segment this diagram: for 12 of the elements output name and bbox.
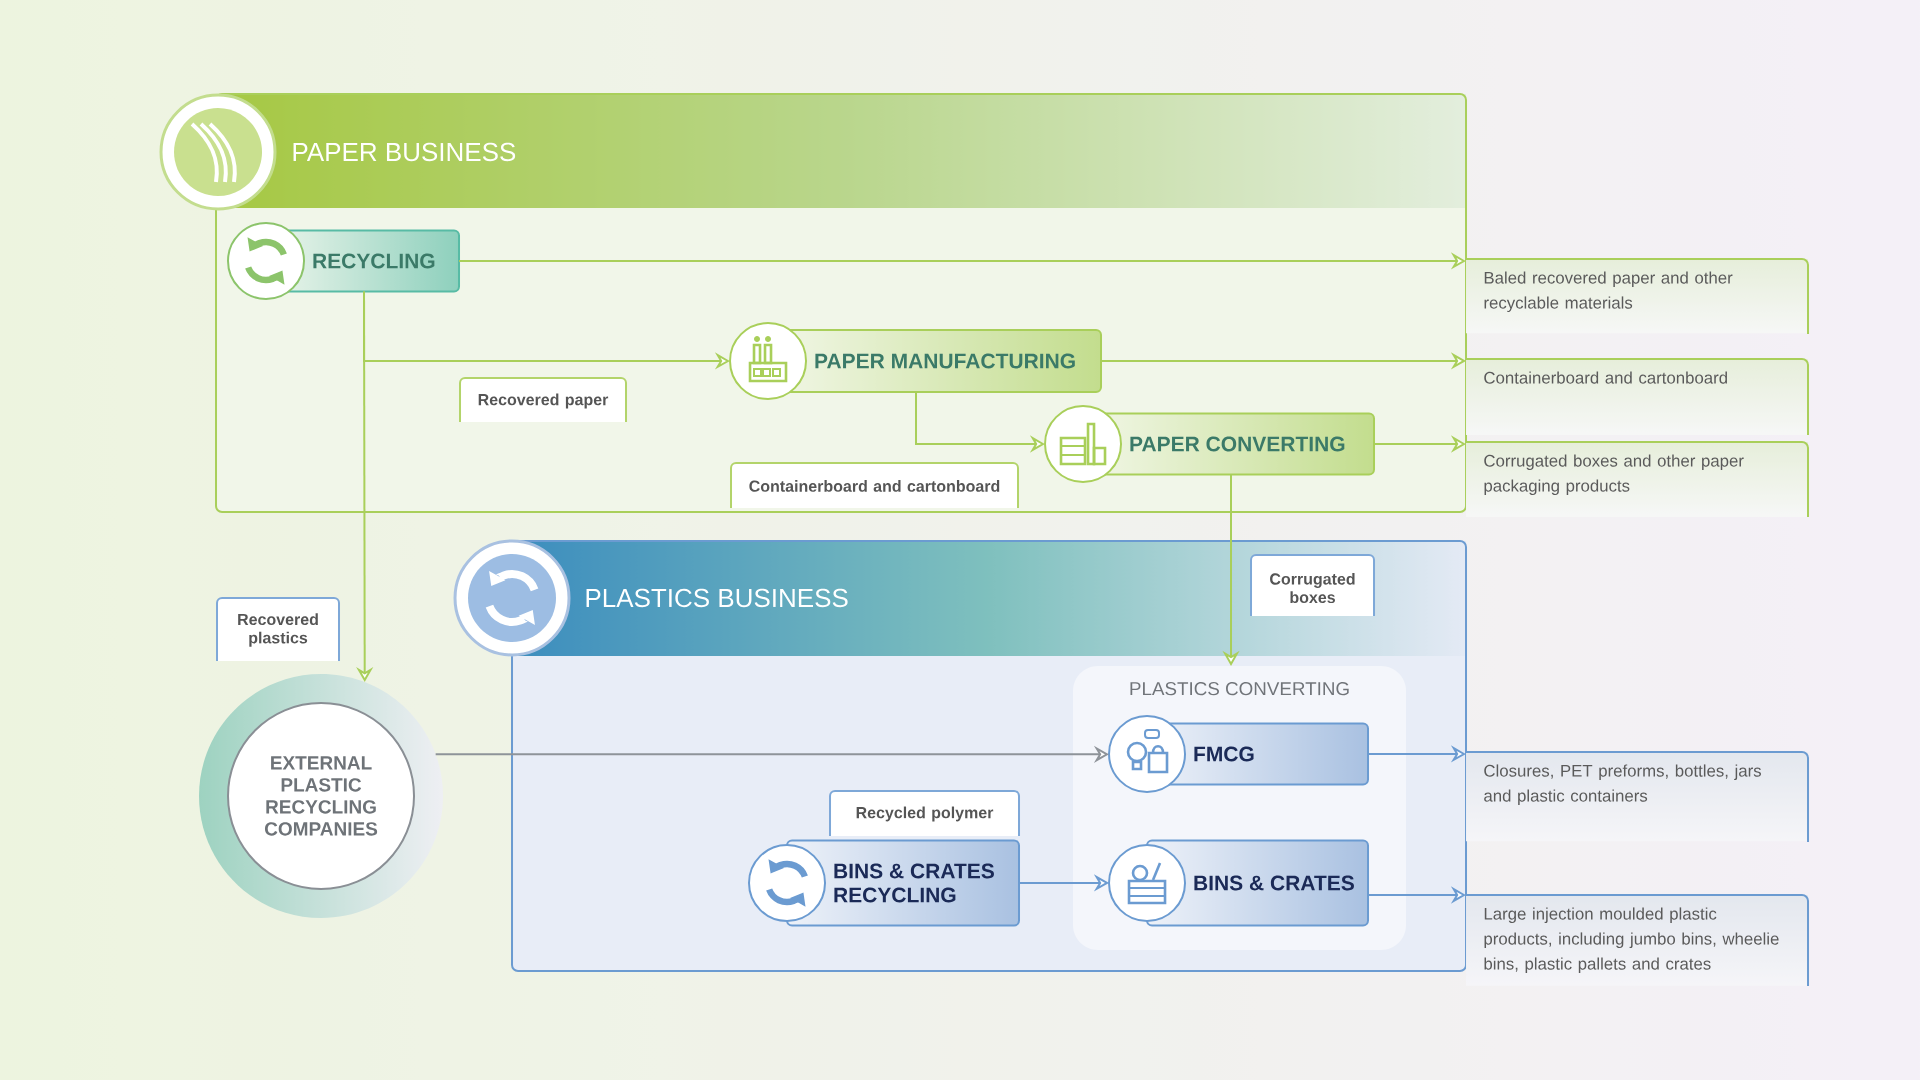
output-box: Large injection moulded plastic products, including jumbo bins, wheelie bins, plastic pallets and crates xyxy=(1465,894,1809,987)
edge-label: Recovered paper xyxy=(459,377,627,423)
output-box: Closures, PET preforms, bottles, jars and plastic containers xyxy=(1465,751,1809,843)
edge-label: Recovered plastics xyxy=(216,597,340,662)
edge-label: Corrugated boxes xyxy=(1250,554,1375,617)
output-box: Containerboard and cartonboard xyxy=(1465,358,1809,436)
edge-label: Containerboard and cartonboard xyxy=(730,462,1019,509)
edge-label: Recycled polymer xyxy=(829,790,1020,837)
process-box: PAPER MANUFACTURING xyxy=(767,329,1102,393)
circle-node: EXTERNAL PLASTIC RECYCLING COMPANIES xyxy=(227,702,415,890)
output-box: Baled recovered paper and other recyclable materials xyxy=(1465,258,1809,335)
output-box: Corrugated boxes and other paper packaging products xyxy=(1465,441,1809,518)
